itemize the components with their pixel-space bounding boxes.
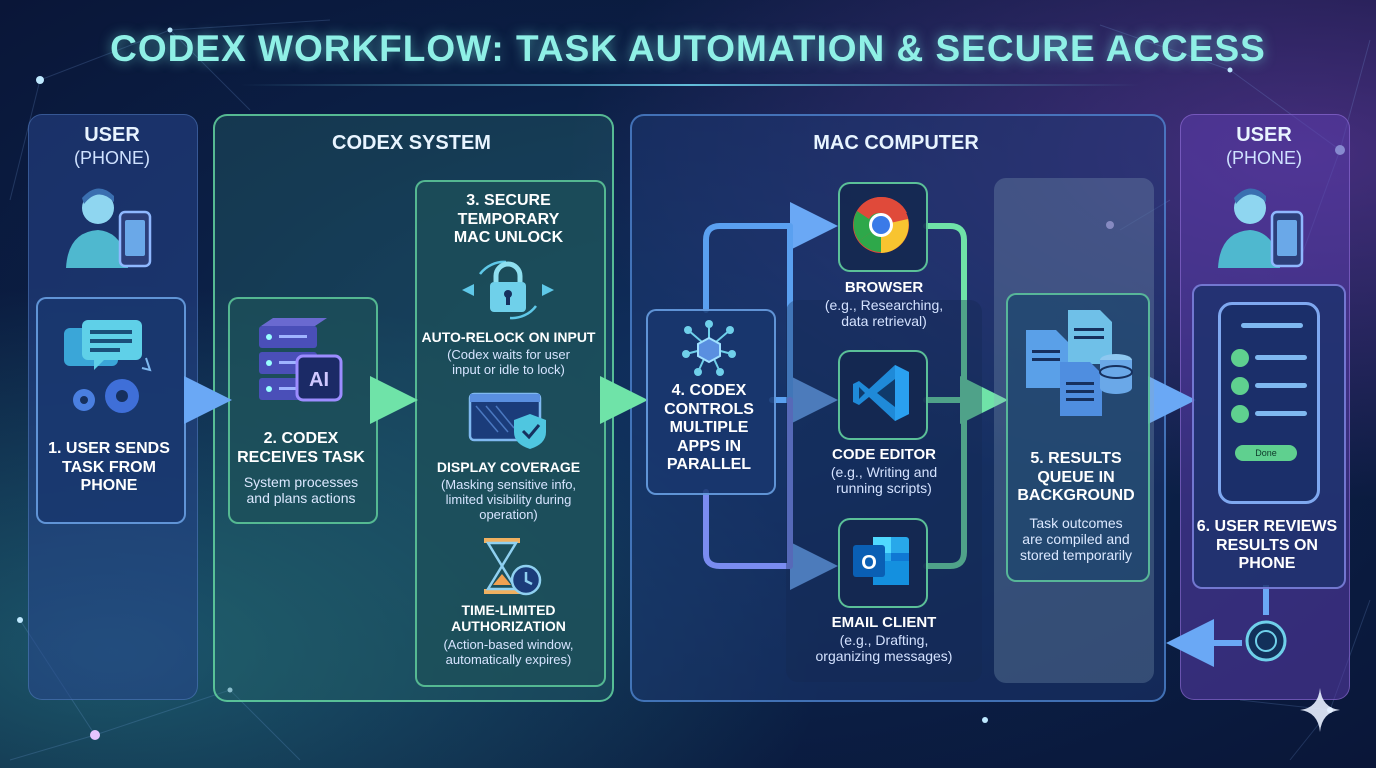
app-email-desc: (e.g., Drafting, organizing messages) — [786, 632, 982, 664]
outlook-icon: O — [853, 537, 909, 585]
ai-server-icon: AI — [259, 318, 343, 402]
step-1-line: 1. USER SENDS — [48, 440, 170, 457]
shield-screen-icon — [468, 392, 546, 449]
step-2-desc-line: System processes — [243, 474, 359, 490]
step-2-desc-line: and plans actions — [246, 490, 356, 507]
step-6-line: 6. USER REVIEWS — [1196, 518, 1338, 535]
app-desc-line: data retrieval) — [841, 313, 927, 330]
feature-desc-line: input or idle to lock) — [452, 362, 565, 378]
feature-time-limited-desc: (Action-based window, automatically expi… — [415, 637, 602, 667]
check-icon — [1231, 377, 1249, 395]
feature-desc-line: limited visibility during — [445, 492, 572, 508]
step-4-line: MULTIPLE — [669, 419, 749, 437]
feature-display-coverage-desc: (Masking sensitive info, limited visibil… — [415, 477, 602, 522]
loop-node — [1245, 620, 1287, 662]
user-left-subtitle: (PHONE) — [74, 148, 150, 168]
feature-display-coverage-title: DISPLAY COVERAGE — [436, 459, 581, 475]
message-gears-icon — [64, 320, 152, 413]
code-editor-icon — [853, 365, 909, 421]
step-1-line: PHONE — [80, 477, 138, 495]
phone-mockup: Done — [1218, 302, 1320, 504]
user-right-title: USER — [1236, 124, 1292, 146]
codex-system-title: CODEX SYSTEM — [332, 132, 491, 154]
step-5-line: BACKGROUND — [1017, 487, 1135, 505]
feature-desc-line: (Masking sensitive info, — [440, 477, 577, 492]
step-1-card — [36, 297, 186, 524]
feature-title-line: TIME-LIMITED — [461, 602, 556, 618]
arrow-from-browser — [923, 223, 967, 403]
title-divider — [240, 84, 1140, 86]
step-5-description: Task outcomes are compiled and stored te… — [1006, 515, 1146, 564]
arrow-to-browser — [703, 202, 838, 313]
step-5-label: 5. RESULTS QUEUE IN BACKGROUND — [1006, 450, 1146, 506]
step-4-line: CONTROLS — [664, 400, 754, 418]
feature-desc-line: automatically expires) — [445, 652, 572, 668]
feature-desc-line: (Codex waits for user — [447, 347, 570, 362]
feature-desc-line: operation) — [479, 507, 538, 523]
step-2-line: 2. CODEX — [263, 430, 339, 447]
step-4-line: APPS IN — [676, 437, 741, 455]
app-code-editor-desc: (e.g., Writing and running scripts) — [786, 464, 982, 496]
step-3-label: 3. SECURE TEMPORARY MAC UNLOCK — [415, 192, 602, 248]
step-5-desc-line: Task outcomes — [1029, 515, 1123, 531]
chrome-icon — [853, 196, 909, 253]
step-6-line: RESULTS ON — [1216, 536, 1318, 554]
step-2-label: 2. CODEX RECEIVES TASK — [228, 430, 374, 467]
feature-auto-relock-desc: (Codex waits for user input or idle to l… — [415, 347, 602, 377]
step-4-label: 4. CODEX CONTROLS MULTIPLE APPS IN PARAL… — [646, 382, 772, 475]
document-queue-icon — [1026, 310, 1133, 416]
step-2-line: RECEIVES TASK — [237, 448, 365, 466]
app-desc-line: running scripts) — [836, 480, 932, 497]
mac-computer-title: MAC COMPUTER — [813, 132, 979, 154]
app-code-editor-name: CODE EDITOR — [832, 446, 936, 463]
feature-time-limited-title: TIME-LIMITED AUTHORIZATION — [415, 602, 602, 634]
step-3-line: TEMPORARY — [457, 210, 560, 228]
step-3-line: MAC UNLOCK — [453, 229, 564, 247]
app-desc-line: (e.g., Writing and — [830, 464, 938, 480]
page-title: CODEX WORKFLOW: TASK AUTOMATION & SECURE… — [110, 28, 1266, 69]
step-5-desc-line: stored temporarily — [1019, 547, 1133, 564]
feature-auto-relock-title: AUTO-RELOCK ON INPUT — [421, 329, 596, 345]
sparkle-icon — [1300, 688, 1340, 732]
user-phone-icon — [1218, 188, 1304, 268]
check-icon — [1231, 349, 1249, 367]
arrow-from-email — [923, 397, 967, 569]
user-right-subtitle: (PHONE) — [1226, 148, 1302, 168]
step-2-description: System processes and plans actions — [228, 474, 374, 506]
step-3-line: 3. SECURE — [466, 192, 551, 209]
app-desc-line: (e.g., Researching, — [824, 297, 944, 313]
done-button[interactable]: Done — [1235, 445, 1297, 461]
app-email-name: EMAIL CLIENT — [831, 614, 937, 631]
step-5-line: QUEUE IN — [1037, 468, 1115, 486]
lock-cycle-icon — [462, 260, 554, 320]
step-4-line: 4. CODEX — [671, 382, 747, 399]
step-5-line: 5. RESULTS — [1030, 450, 1122, 467]
check-icon — [1231, 405, 1249, 423]
app-desc-line: (e.g., Drafting, — [839, 632, 929, 648]
step-5-desc-line: are compiled and — [1022, 531, 1130, 548]
arrow-to-email — [703, 489, 838, 590]
user-left-title: USER — [84, 124, 140, 146]
outlook-letter: O — [861, 552, 877, 574]
ai-chip-label: AI — [309, 369, 329, 391]
step-4-line: PARALLEL — [666, 456, 752, 474]
step-6-label: 6. USER REVIEWS RESULTS ON PHONE — [1192, 518, 1342, 574]
hourglass-clock-icon — [484, 538, 542, 596]
hub-network-icon — [682, 320, 736, 376]
step-1-line: TASK FROM — [62, 458, 156, 476]
feature-desc-line: (Action-based window, — [443, 637, 574, 652]
step-6-line: PHONE — [1238, 555, 1296, 573]
step-1-label: 1. USER SENDS TASK FROM PHONE — [36, 440, 182, 496]
app-desc-line: organizing messages) — [815, 648, 953, 665]
app-browser-desc: (e.g., Researching, data retrieval) — [786, 297, 982, 329]
user-phone-icon — [66, 188, 152, 268]
app-browser-name: BROWSER — [844, 279, 924, 296]
feature-title-line: AUTHORIZATION — [451, 618, 566, 635]
